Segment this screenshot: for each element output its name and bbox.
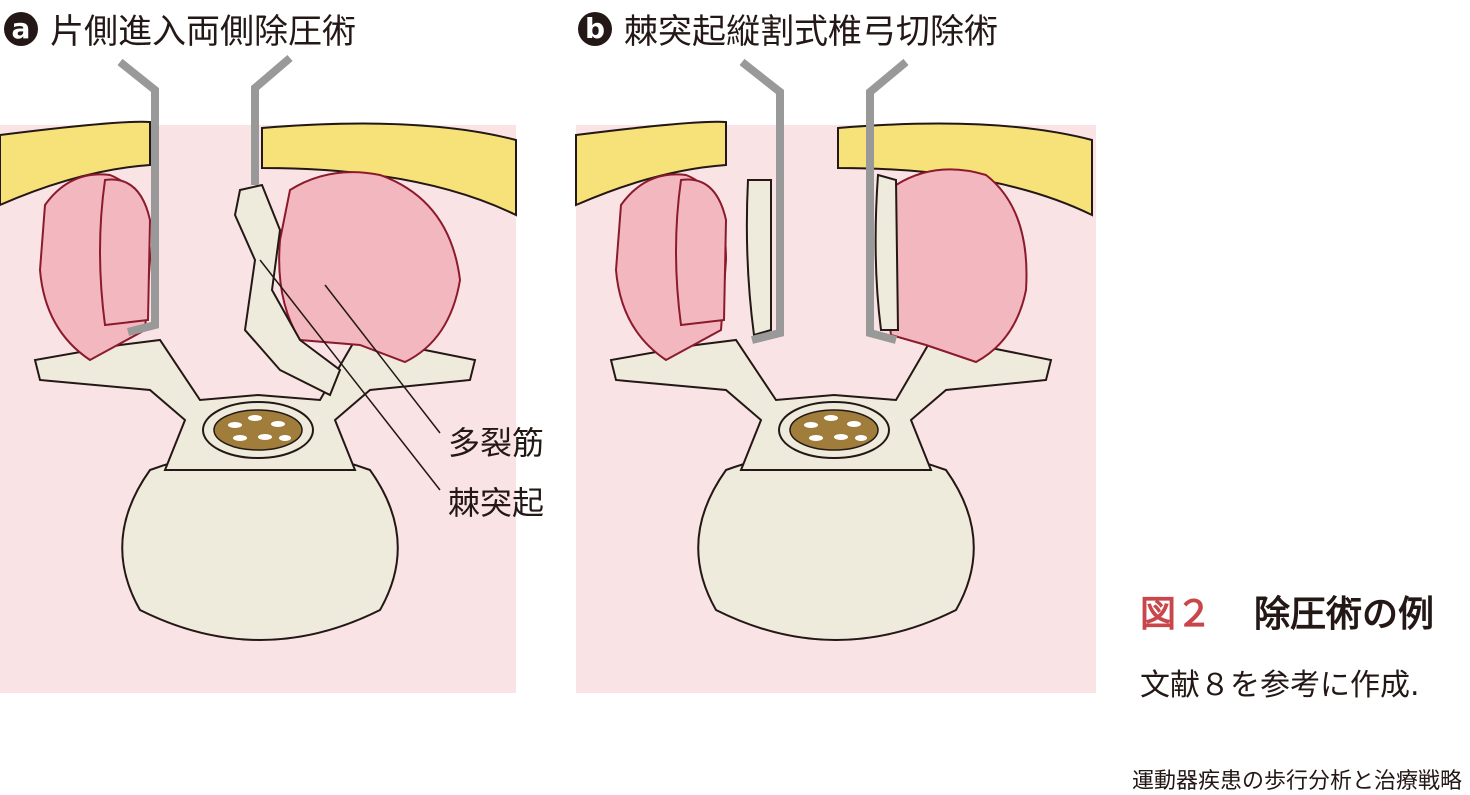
retractor-left — [117, 58, 159, 336]
muscle-right — [278, 171, 462, 364]
label-multifidus: 多裂筋 — [448, 424, 545, 462]
figure-source: 文献８を参考に作成. — [1140, 668, 1420, 703]
retractor-right — [251, 54, 293, 185]
panel-b-drawing — [575, 58, 1096, 693]
panel-a-drawing — [0, 54, 517, 693]
label-spinous-process: 棘突起 — [448, 484, 545, 522]
panel-a-title: a 片側進入両側除圧術 — [4, 4, 356, 53]
book-title: 運動器疾患の歩行分析と治療戦略 — [1131, 769, 1462, 794]
panel-a-badge: a — [4, 11, 38, 46]
panel-b-title-text: 棘突起縦割式椎弓切除術 — [624, 12, 998, 52]
panel-b-title: b 棘突起縦割式椎弓切除術 — [578, 4, 998, 53]
figure-number: 図２ — [1140, 594, 1213, 635]
panel-a-title-text: 片側進入両側除圧術 — [50, 12, 356, 52]
figure-title: 除圧術の例 — [1254, 594, 1435, 635]
figure-caption: 図２ 除圧術の例 — [1140, 585, 1434, 637]
panel-b-badge: b — [578, 11, 612, 46]
spinous-process — [233, 183, 342, 397]
